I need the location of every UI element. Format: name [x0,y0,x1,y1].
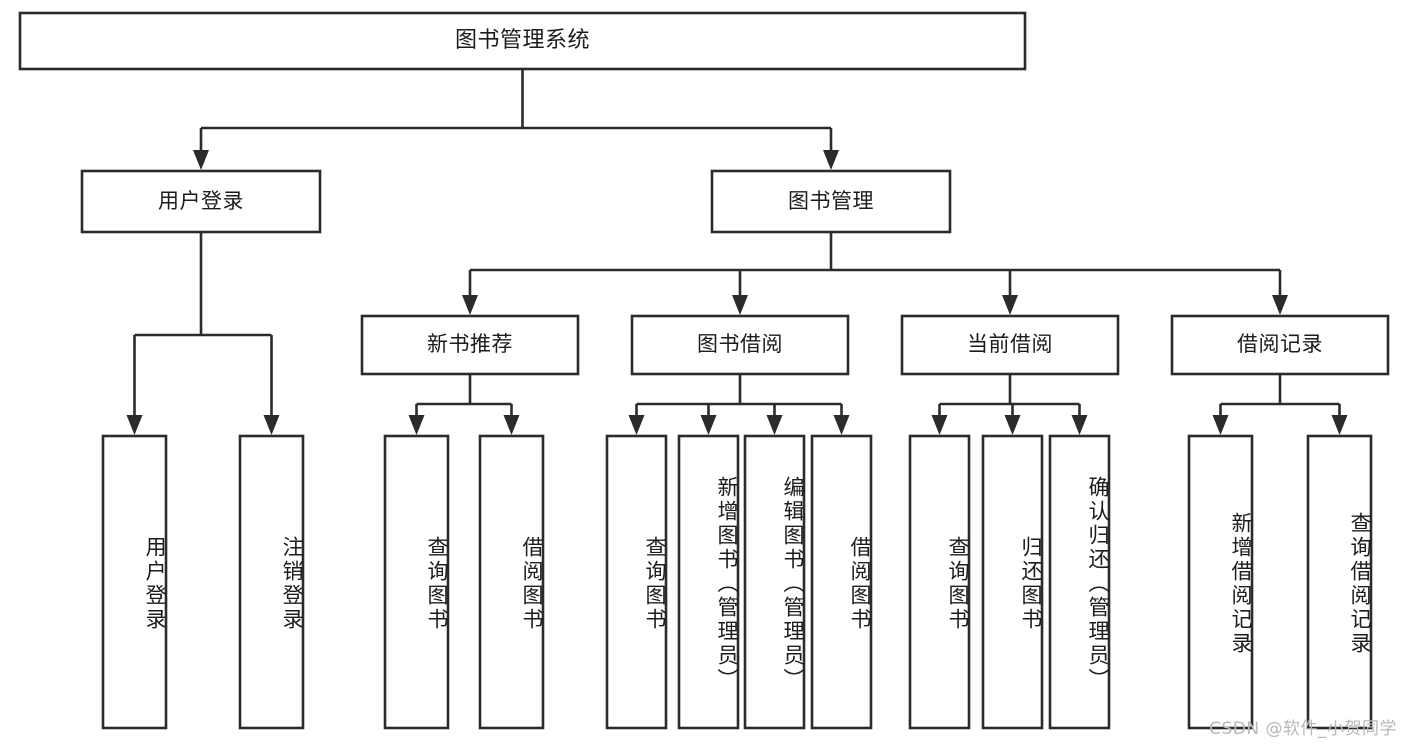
arrow-head-new_book_rec [462,295,478,315]
arrow-head-current_borrow [1002,295,1018,315]
arrow-head-borrow_record [1272,295,1288,315]
arrow-head-leaf_confirm_return [1071,415,1088,435]
node-box-leaf_borrow_book_1[interactable] [478,434,545,730]
node-box-leaf_query_book_3[interactable] [908,434,971,730]
arrow-head-leaf_add_record [1212,415,1229,435]
arrow-head-leaf_logout [263,415,280,435]
node-box-leaf_query_book_1[interactable] [383,434,450,730]
arrow-head-user_login [193,150,209,170]
node-box-leaf_confirm_return[interactable] [1048,434,1111,730]
node-box-user_login[interactable] [80,169,322,234]
arrow-head-leaf_borrow_book_1 [503,415,520,435]
arrow-head-leaf_query_book_1 [408,415,425,435]
node-box-leaf_logout[interactable] [238,434,305,730]
node-box-leaf_add_record[interactable] [1187,434,1254,730]
arrow-head-book_manage [823,150,839,170]
node-box-leaf_query_book_2[interactable] [605,434,668,730]
node-box-book_manage[interactable] [710,169,952,234]
node-box-leaf_user_login[interactable] [101,434,168,730]
arrow-head-leaf_query_book_2 [628,415,645,435]
node-box-leaf_query_record[interactable] [1306,434,1373,730]
node-box-book_borrow[interactable] [630,314,850,376]
arrow-head-leaf_add_book [700,415,717,435]
arrow-head-book_borrow [732,295,748,315]
node-box-borrow_record[interactable] [1170,314,1390,376]
node-box-leaf_borrow_book_2[interactable] [810,434,873,730]
node-box-leaf_edit_book[interactable] [743,434,806,730]
csdn-watermark: CSDN @软件_小贺同学 [1209,719,1397,739]
arrow-head-leaf_return_book [1004,415,1021,435]
arrow-head-leaf_user_login [126,415,143,435]
edges-layer [126,69,1348,435]
node-box-current_borrow[interactable] [900,314,1120,376]
arrow-head-leaf_edit_book [766,415,783,435]
arrow-head-leaf_borrow_book_2 [833,415,850,435]
node-box-leaf_add_book[interactable] [677,434,740,730]
node-box-new_book_rec[interactable] [360,314,580,376]
node-box-leaf_return_book[interactable] [981,434,1044,730]
arrow-head-leaf_query_record [1331,415,1348,435]
node-box-root[interactable] [18,11,1027,71]
arrow-head-leaf_query_book_3 [931,415,948,435]
boxes-layer [18,11,1390,730]
